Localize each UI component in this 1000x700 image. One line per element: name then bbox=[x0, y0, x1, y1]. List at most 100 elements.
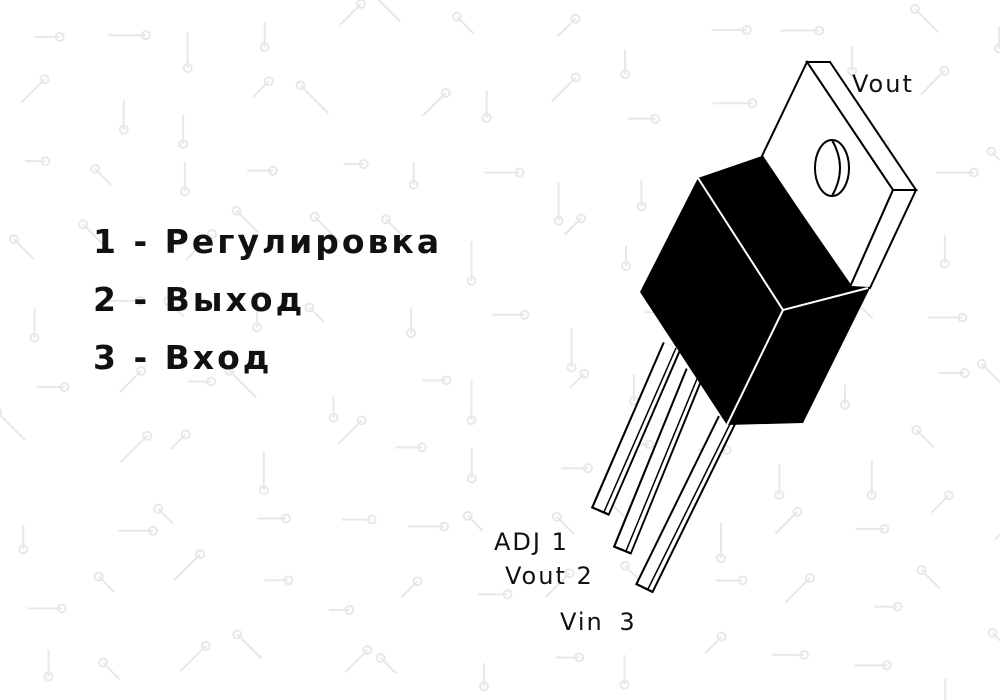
mounting-hole bbox=[814, 139, 850, 197]
circuit-trace bbox=[981, 363, 1000, 384]
pin-1-label: ADJ 1 bbox=[494, 528, 569, 556]
circuit-trace bbox=[173, 553, 201, 582]
circuit-trace bbox=[20, 78, 46, 104]
circuit-pad bbox=[737, 575, 748, 586]
circuit-trace bbox=[119, 370, 142, 394]
legend-item-input: 3 - Вход bbox=[93, 338, 273, 377]
circuit-pad bbox=[994, 43, 1000, 54]
tab-label: Vout bbox=[852, 70, 914, 98]
circuit-pad bbox=[344, 604, 355, 615]
circuit-pad bbox=[774, 489, 785, 500]
circuit-pad bbox=[814, 25, 825, 36]
circuit-pad bbox=[441, 375, 452, 386]
circuit-pad bbox=[466, 275, 477, 286]
circuit-pad bbox=[644, 439, 655, 450]
circuit-pad bbox=[416, 442, 427, 453]
circuit-pad bbox=[576, 213, 587, 224]
circuit-trace bbox=[236, 633, 263, 660]
circuit-pad bbox=[939, 258, 950, 269]
circuit-pad bbox=[514, 167, 525, 178]
circuit-pad bbox=[263, 76, 274, 87]
circuit-pad bbox=[621, 261, 632, 272]
circuit-pad bbox=[551, 511, 562, 522]
lead-pins bbox=[590, 342, 736, 594]
circuit-pad bbox=[619, 679, 630, 690]
circuit-trace bbox=[784, 577, 811, 604]
circuit-pad bbox=[309, 211, 320, 222]
circuit-pad bbox=[716, 631, 727, 642]
circuit-pad bbox=[566, 362, 577, 373]
circuit-pad bbox=[866, 489, 877, 500]
circuit-pad bbox=[328, 412, 339, 423]
circuit-trace bbox=[0, 413, 26, 441]
circuit-pad bbox=[118, 124, 129, 135]
circuit-pad bbox=[462, 510, 473, 521]
circuit-pad bbox=[847, 66, 858, 77]
circuit-pad bbox=[380, 214, 391, 225]
circuit-pad bbox=[716, 553, 727, 564]
circuit-trace bbox=[994, 533, 1000, 541]
circuit-pad bbox=[206, 229, 217, 240]
circuit-pad bbox=[258, 485, 269, 496]
circuit-pad bbox=[579, 368, 590, 379]
circuit-pad bbox=[78, 219, 89, 230]
circuit-pad bbox=[182, 62, 193, 73]
circuit-pad bbox=[911, 424, 922, 435]
circuit-pad bbox=[39, 74, 50, 85]
legend-item-adjust: 1 - Регулировка bbox=[93, 222, 443, 261]
circuit-pad bbox=[54, 31, 65, 42]
circuit-trace bbox=[990, 150, 1000, 162]
circuit-pad bbox=[252, 322, 263, 333]
circuit-pad bbox=[943, 490, 954, 501]
circuit-trace bbox=[774, 510, 799, 535]
circuit-pad bbox=[892, 601, 903, 612]
pin-2-label: Vout 2 bbox=[505, 562, 594, 590]
circuit-pad bbox=[195, 549, 206, 560]
circuit-pad bbox=[267, 165, 278, 176]
circuit-pad bbox=[232, 629, 243, 640]
circuit-pad bbox=[43, 671, 54, 682]
circuit-trace bbox=[914, 8, 939, 33]
circuit-pad bbox=[636, 201, 647, 212]
circuit-pad bbox=[519, 309, 530, 320]
circuit-pad bbox=[466, 415, 477, 426]
circuit-pad bbox=[163, 296, 174, 307]
circuit-pad bbox=[412, 576, 423, 587]
lead-pin-2 bbox=[612, 368, 705, 555]
circuit-trace bbox=[299, 84, 329, 114]
circuit-pad bbox=[798, 649, 809, 660]
circuit-pad bbox=[375, 653, 386, 664]
circuit-pad bbox=[879, 523, 890, 534]
circuit-pad bbox=[481, 112, 492, 123]
circuit-pad bbox=[792, 506, 803, 517]
circuit-pad bbox=[986, 146, 997, 157]
circuit-trace bbox=[185, 233, 213, 261]
circuit-pad bbox=[582, 463, 593, 474]
circuit-trace bbox=[920, 70, 946, 96]
circuit-trace bbox=[313, 216, 341, 243]
circuit-trace bbox=[337, 419, 363, 446]
circuit-pad bbox=[200, 640, 211, 651]
circuit-pad bbox=[439, 521, 450, 532]
circuit-pad bbox=[570, 13, 581, 24]
circuit-trace bbox=[377, 0, 401, 23]
circuit-pad bbox=[18, 544, 29, 555]
circuit-pad bbox=[153, 503, 164, 514]
circuit-trace bbox=[344, 649, 369, 674]
package-body bbox=[640, 156, 870, 426]
circuit-pad bbox=[140, 30, 151, 41]
circuit-trace bbox=[82, 223, 111, 252]
circuit-pad bbox=[295, 80, 306, 91]
legend-item-output: 2 - Выход bbox=[93, 280, 306, 319]
circuit-pad bbox=[362, 645, 373, 656]
circuit-pad bbox=[747, 98, 758, 109]
circuit-pad bbox=[136, 365, 147, 376]
circuit-pad bbox=[356, 415, 367, 426]
circuit-pad bbox=[90, 163, 101, 174]
circuit-pad bbox=[909, 3, 920, 14]
circuit-pad bbox=[8, 234, 19, 245]
circuit-pad bbox=[741, 24, 752, 35]
circuit-pad bbox=[479, 681, 490, 692]
circuit-pad bbox=[553, 215, 564, 226]
circuit-pad bbox=[93, 571, 104, 582]
